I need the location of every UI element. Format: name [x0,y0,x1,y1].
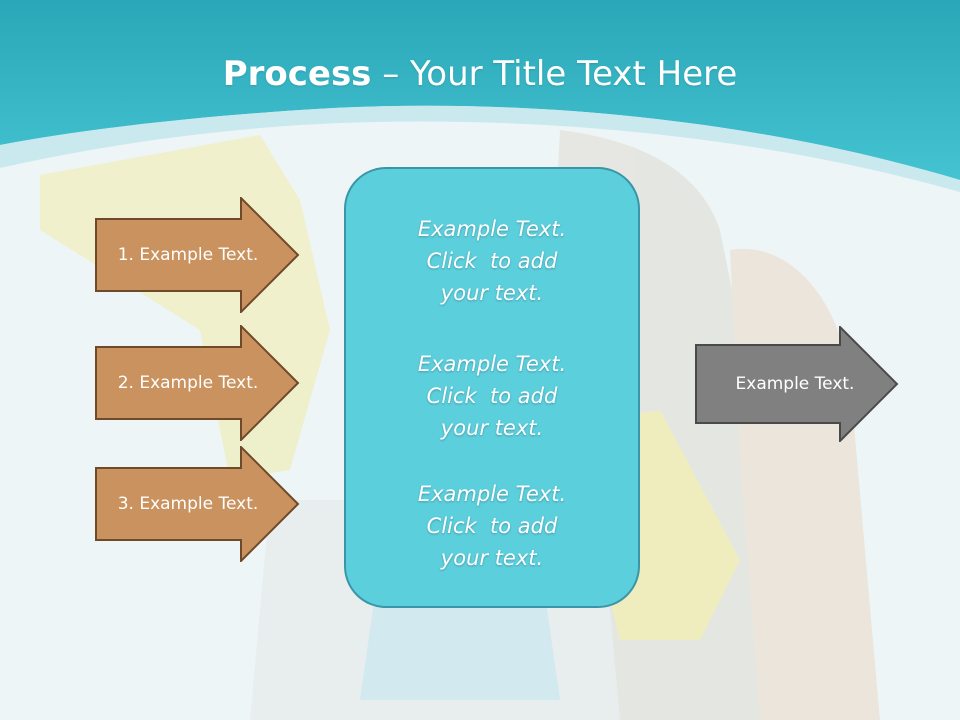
step-arrow-2[interactable]: 2. Example Text. [95,325,301,441]
result-arrow[interactable]: Example Text. [695,326,901,442]
title-rest: – Your Title Text Here [371,54,738,94]
arrow-right-shape [695,326,899,442]
center-text-box[interactable]: Example Text. Click to add your text. Ex… [344,167,640,608]
header-band [0,0,960,180]
block-line: Example Text. [417,482,567,506]
result-arrow-label: Example Text. [735,374,855,394]
block-line: Click to add [426,384,558,408]
block-line: Click to add [426,249,558,273]
text-block-1[interactable]: Example Text. Click to add your text. [346,213,638,309]
block-line: your text. [440,416,544,440]
block-line: your text. [440,281,544,305]
text-block-2[interactable]: Example Text. Click to add your text. [346,348,638,444]
text-block-3[interactable]: Example Text. Click to add your text. [346,478,638,574]
block-line: Example Text. [417,352,567,376]
block-line: your text. [440,546,544,570]
arrow-right-shape [95,446,300,562]
arrow-right-shape [95,325,300,441]
step-arrow-label: 3. Example Text. [117,494,259,514]
step-arrow-label: 1. Example Text. [117,245,259,265]
step-arrow-label: 2. Example Text. [117,373,259,393]
title-bold: Process [222,54,372,94]
block-line: Click to add [426,514,558,538]
step-arrow-1[interactable]: 1. Example Text. [95,197,301,313]
arrow-right-shape [95,197,300,313]
slide-title[interactable]: Process – Your Title Text Here [0,52,960,96]
block-line: Example Text. [417,217,567,241]
step-arrow-3[interactable]: 3. Example Text. [95,446,301,562]
